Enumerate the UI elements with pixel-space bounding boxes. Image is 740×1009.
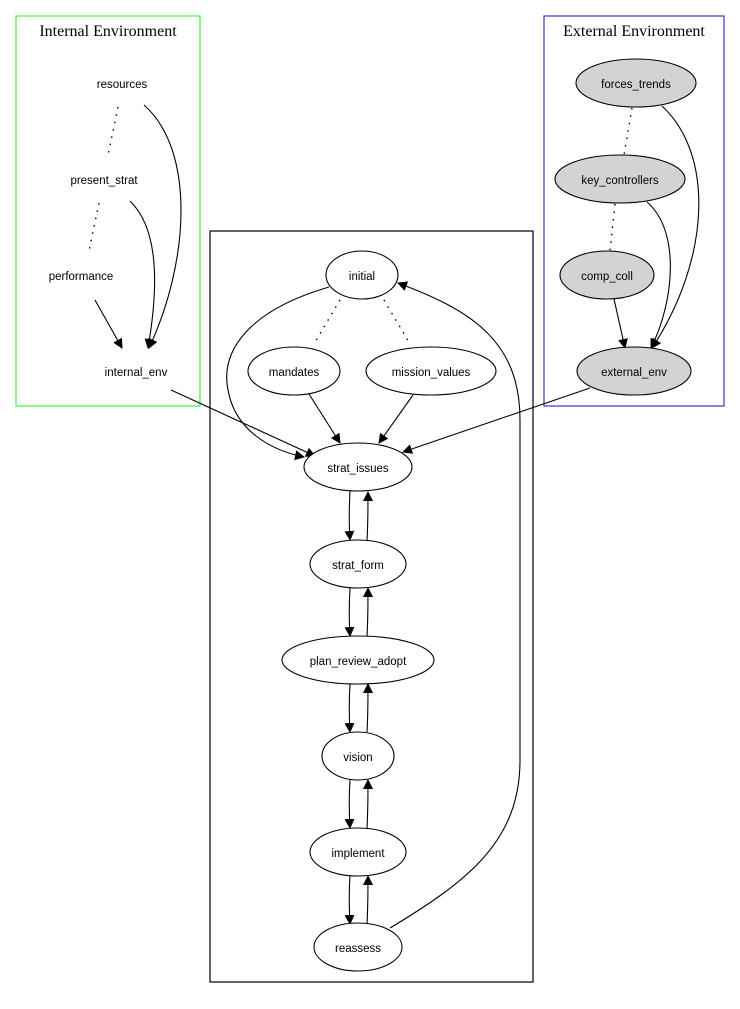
node-plan_review_adopt-label: plan_review_adopt — [310, 656, 407, 668]
edge-strat_issues-strat_form — [344, 490, 355, 541]
node-strat_issues-shape — [303, 442, 413, 492]
node-strat_form[interactable]: strat_form — [309, 539, 407, 589]
edges — [88, 104, 700, 929]
edge-key_controllers-external_env — [646, 201, 671, 349]
node-initial-label: initial — [349, 271, 375, 283]
edge-key_controllers-comp_coll — [609, 203, 616, 252]
edge-plan_review_adopt-strat_form — [362, 587, 373, 637]
node-strat_form-label: strat_form — [332, 560, 384, 572]
cluster-internal-title: Internal Environment — [39, 23, 177, 40]
node-external_env[interactable]: external_env — [576, 346, 692, 396]
edge-comp_coll-external_env — [613, 298, 628, 349]
cluster-external-border — [543, 15, 725, 407]
cluster-process — [209, 230, 534, 983]
node-comp_coll-label: comp_coll — [581, 271, 633, 283]
edge-forces_trends-external_env — [651, 105, 700, 349]
edge-internal_env-strat_issues — [170, 389, 316, 457]
node-key_controllers-label: key_controllers — [581, 175, 659, 187]
edge-mandates-strat_issues — [308, 393, 341, 444]
node-implement[interactable]: implement — [309, 827, 407, 877]
node-strat_form-shape — [309, 539, 407, 589]
node-initial-shape — [325, 250, 399, 300]
node-strat_issues-label: strat_issues — [327, 463, 389, 475]
node-mission_values-label: mission_values — [392, 367, 471, 379]
edge-reassess-initial — [389, 281, 521, 929]
edge-initial-strat_issues — [226, 286, 330, 461]
edge-strat_form-plan_review_adopt — [344, 587, 355, 637]
edge-external_env-strat_issues — [402, 387, 591, 454]
node-resources[interactable]: resources — [97, 79, 148, 91]
node-plan_review_adopt-shape — [281, 635, 435, 685]
edge-initial-mission_values — [383, 299, 411, 345]
node-mission_values-shape — [365, 346, 497, 396]
cluster-process-border — [209, 230, 534, 983]
node-external_env-label: external_env — [601, 367, 667, 379]
edge-implement-reassess — [344, 875, 355, 925]
edge-resources-internal_env — [143, 104, 182, 349]
edge-vision-implement — [344, 779, 355, 829]
node-strat_issues[interactable]: strat_issues — [303, 442, 413, 492]
node-vision[interactable]: vision — [321, 731, 395, 781]
node-implement-label: implement — [331, 848, 385, 860]
cluster-internal-environment: Internal Environment — [15, 15, 201, 407]
edge-forces_trends-key_controllers — [623, 107, 633, 156]
node-performance-label: performance — [49, 271, 114, 283]
node-plan_review_adopt[interactable]: plan_review_adopt — [281, 635, 435, 685]
node-vision-shape — [321, 731, 395, 781]
cluster-external-environment: External Environment — [543, 15, 725, 407]
edge-performance-internal_env — [94, 299, 123, 349]
node-mandates-shape — [247, 346, 341, 396]
node-reassess[interactable]: reassess — [313, 922, 403, 972]
node-implement-shape — [309, 827, 407, 877]
edge-present_strat-internal_env — [129, 200, 156, 349]
node-key_controllers[interactable]: key_controllers — [554, 154, 686, 204]
edge-initial-mandates — [313, 299, 341, 345]
node-resources-label: resources — [97, 79, 148, 91]
edge-vision-plan_review_adopt — [362, 683, 373, 733]
node-reassess-shape — [313, 922, 403, 972]
node-internal_env[interactable]: internal_env — [105, 367, 168, 379]
node-external_env-shape — [576, 346, 692, 396]
edge-plan_review_adopt-vision — [344, 683, 355, 733]
node-performance[interactable]: performance — [49, 271, 114, 283]
node-initial[interactable]: initial — [325, 250, 399, 300]
cluster-external-title: External Environment — [563, 23, 705, 40]
node-mandates-label: mandates — [269, 367, 320, 379]
node-forces_trends-shape — [575, 58, 697, 108]
edge-mission_values-strat_issues — [378, 394, 414, 444]
node-key_controllers-shape — [554, 154, 686, 204]
cluster-internal-border — [15, 15, 201, 407]
node-present_strat-label: present_strat — [70, 175, 138, 187]
node-present_strat[interactable]: present_strat — [70, 175, 138, 187]
node-vision-label: vision — [343, 752, 372, 764]
edge-present_strat-performance — [88, 202, 100, 252]
node-comp_coll[interactable]: comp_coll — [559, 250, 655, 300]
node-mandates[interactable]: mandates — [247, 346, 341, 396]
node-mission_values[interactable]: mission_values — [365, 346, 497, 396]
node-internal_env-label: internal_env — [105, 367, 168, 379]
edge-reassess-implement — [362, 875, 373, 925]
node-forces_trends[interactable]: forces_trends — [575, 58, 697, 108]
node-reassess-label: reassess — [335, 943, 381, 955]
node-forces_trends-label: forces_trends — [601, 79, 671, 91]
edge-implement-vision — [362, 779, 373, 829]
edge-resources-present_strat — [107, 106, 119, 156]
edge-strat_form-strat_issues — [362, 491, 373, 541]
node-comp_coll-shape — [559, 250, 655, 300]
